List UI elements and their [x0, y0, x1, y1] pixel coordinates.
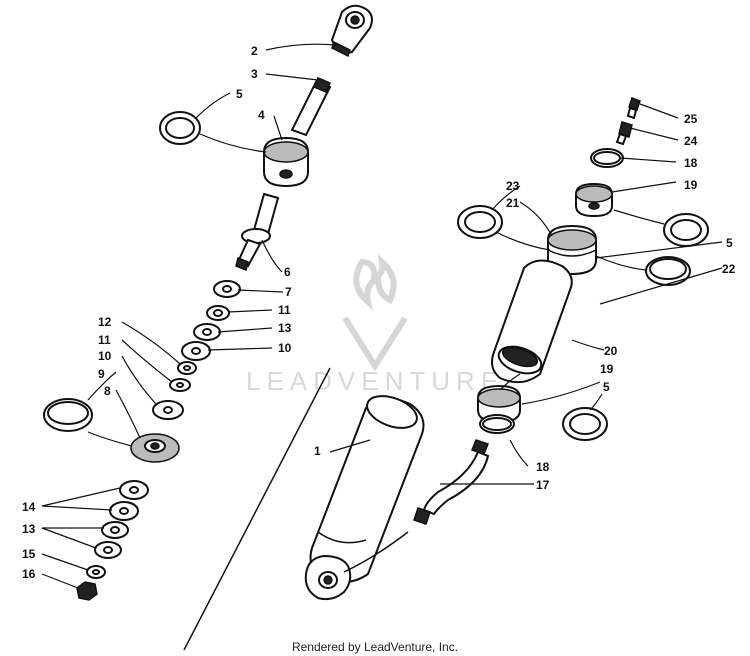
part-10-washer: [181, 341, 211, 361]
part-18-oring-upper: [590, 148, 624, 168]
callout-22: 22: [722, 262, 736, 276]
part-15-washer: [86, 565, 106, 579]
part-10-washer-lower: [152, 400, 184, 420]
watermark-v-icon: [342, 316, 408, 372]
callout-3: 3: [251, 67, 258, 81]
part-16-nut: [76, 581, 98, 601]
callout-7: 7: [285, 285, 292, 299]
callout-21: 21: [506, 196, 520, 210]
callout-5-b: 5: [726, 236, 733, 250]
part-23-seal-ring: [457, 205, 503, 239]
callout-9: 9: [98, 367, 105, 381]
part-18-oring-lower: [479, 414, 515, 434]
part-11-washer: [206, 305, 230, 321]
part-3-rod: [290, 77, 332, 137]
watermark-text: LEADVENTURE: [246, 366, 504, 396]
callout-18-b: 18: [536, 460, 550, 474]
callout-17: 17: [536, 478, 550, 492]
callout-8: 8: [104, 384, 111, 398]
part-20-reservoir-tube: [491, 259, 573, 384]
part-2-eye-end: [330, 4, 373, 58]
part-17-hose: [413, 439, 490, 525]
callout-11-b: 11: [98, 333, 111, 347]
callout-2: 2: [251, 44, 258, 58]
part-8-piston: [130, 433, 180, 463]
part-6-rod-end: [235, 228, 271, 272]
part-13-washer: [193, 323, 221, 341]
callout-5-c: 5: [603, 380, 610, 394]
callout-10-a: 10: [278, 341, 292, 355]
part-5-seal-ring-right-lower: [562, 407, 608, 441]
part-19-cap-lower: [477, 384, 521, 424]
part-13-washer-b: [94, 541, 122, 559]
callout-25: 25: [684, 112, 698, 126]
callout-12: 12: [98, 315, 112, 329]
part-24-fitting: [615, 121, 633, 146]
callout-23: 23: [506, 179, 520, 193]
callout-19-a: 19: [684, 178, 698, 192]
callout-18-a: 18: [684, 156, 698, 170]
callout-6: 6: [284, 265, 291, 279]
part-9-piston-ring: [43, 398, 93, 432]
leader-lines: [41, 43, 723, 589]
callout-4: 4: [258, 108, 265, 122]
callout-labels: 2 3 5 4 6 7 11 13 10 12 11 10 9 8 14 13 …: [22, 44, 736, 581]
callout-10-b: 10: [98, 349, 112, 363]
part-11-washer-lower: [169, 378, 191, 392]
callout-13-b: 13: [22, 522, 36, 536]
part-21-reservoir-head: [547, 224, 597, 276]
part-5-seal-ring-right-upper: [663, 213, 709, 247]
callout-15: 15: [22, 547, 36, 561]
callout-13-a: 13: [278, 321, 292, 335]
part-19-cap-upper: [575, 182, 613, 218]
part-1-shock-body: [304, 395, 425, 601]
part-7-washer: [213, 280, 241, 298]
callout-19-b: 19: [600, 362, 614, 376]
part-25-valve: [626, 97, 641, 120]
callout-20: 20: [604, 344, 618, 358]
leadventure-watermark: LEADVENTURE: [246, 254, 504, 396]
part-5-seal-ring-left: [159, 111, 201, 145]
callout-5-a: 5: [236, 87, 243, 101]
watermark-flame-icon: [353, 254, 397, 311]
callout-11-a: 11: [278, 303, 291, 317]
part-4-head: [263, 136, 309, 188]
part-14-washer-a: [119, 480, 149, 500]
callout-24: 24: [684, 134, 698, 148]
piston-rod: [252, 192, 280, 236]
footer-credit: Rendered by LeadVenture, Inc.: [291, 640, 459, 654]
callout-14: 14: [22, 500, 36, 514]
part-12-washer: [177, 361, 197, 375]
part-14-washer-b: [109, 501, 139, 521]
part-22-snap-ring: [645, 256, 691, 286]
callout-1: 1: [314, 444, 321, 458]
assembly-guide-line: [183, 367, 331, 651]
part-13-washer-a: [101, 521, 129, 539]
callout-16: 16: [22, 567, 36, 581]
